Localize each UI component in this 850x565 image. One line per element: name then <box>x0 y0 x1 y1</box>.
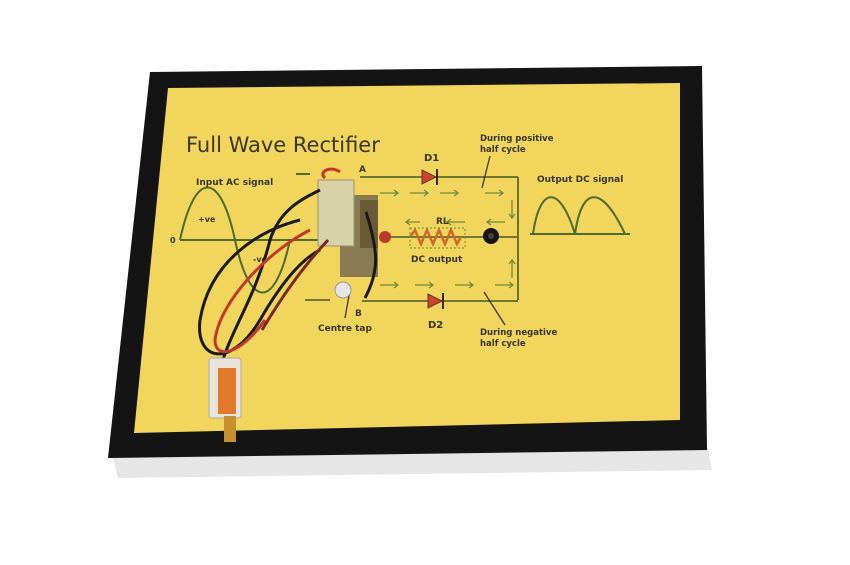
node-b-label: B <box>355 309 362 319</box>
diode-d1-label: D1 <box>424 153 439 164</box>
centre-tap-label: Centre tap <box>318 324 372 334</box>
input-ac-label: Input AC signal <box>196 178 273 188</box>
board-title: Full Wave Rectifier <box>186 133 380 157</box>
diode-d2-label: D2 <box>428 320 443 331</box>
dc-output-bracket <box>409 227 466 249</box>
resistor-label: RL <box>436 217 449 227</box>
negative-cycle-label-1: During negative <box>480 328 557 338</box>
output-dc-wave <box>530 196 630 235</box>
load-resistor <box>408 226 463 248</box>
node-a-label: A <box>359 165 366 175</box>
positive-cycle-label-1: During positive <box>480 134 554 144</box>
negative-label: -ve <box>253 255 268 264</box>
output-dc-label: Output DC signal <box>537 175 623 185</box>
socket-hole <box>488 233 494 239</box>
dc-output-label: DC output <box>411 255 463 265</box>
power-cable <box>198 167 378 371</box>
yellow-panel <box>134 83 680 433</box>
cable-plug <box>208 357 242 442</box>
current-flow-arrows <box>380 189 516 289</box>
positive-cycle-pointer <box>481 155 491 189</box>
zero-label: 0 <box>170 236 176 245</box>
negative-cycle-pointer <box>483 291 506 326</box>
positive-cycle-label-2: half cycle <box>480 145 526 155</box>
positive-label: +ve <box>198 215 216 224</box>
diode-d2 <box>427 293 444 309</box>
diode-d1 <box>421 169 438 185</box>
negative-cycle-label-2: half cycle <box>480 339 526 349</box>
